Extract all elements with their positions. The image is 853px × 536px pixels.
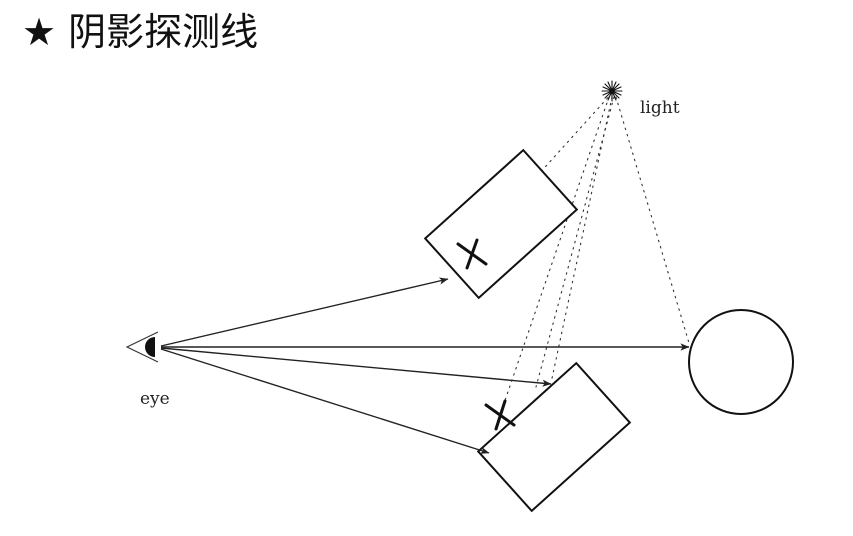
shadow-ray-lower-box-edge bbox=[535, 96, 615, 388]
eye-ray-lower-box bbox=[160, 348, 490, 454]
shadow-ray-sphere bbox=[615, 96, 690, 344]
slide-title: ★ 阴影探测线 bbox=[22, 10, 259, 54]
shadow-x-mark-lower bbox=[484, 399, 516, 431]
eye-ray-upper-box bbox=[160, 277, 449, 347]
eye-ray-lower-box-point bbox=[160, 347, 552, 387]
shadow-ray-lower-box-hit bbox=[498, 96, 610, 419]
sphere bbox=[688, 309, 794, 415]
eye-label: eye bbox=[140, 389, 170, 409]
light-star-icon bbox=[601, 80, 623, 102]
lower-box bbox=[476, 361, 632, 513]
upper-box bbox=[423, 148, 579, 300]
eye-icon bbox=[125, 331, 159, 363]
shadow-x-mark-upper bbox=[456, 238, 488, 270]
light-label: light bbox=[640, 98, 680, 118]
eye-rays bbox=[160, 277, 690, 454]
